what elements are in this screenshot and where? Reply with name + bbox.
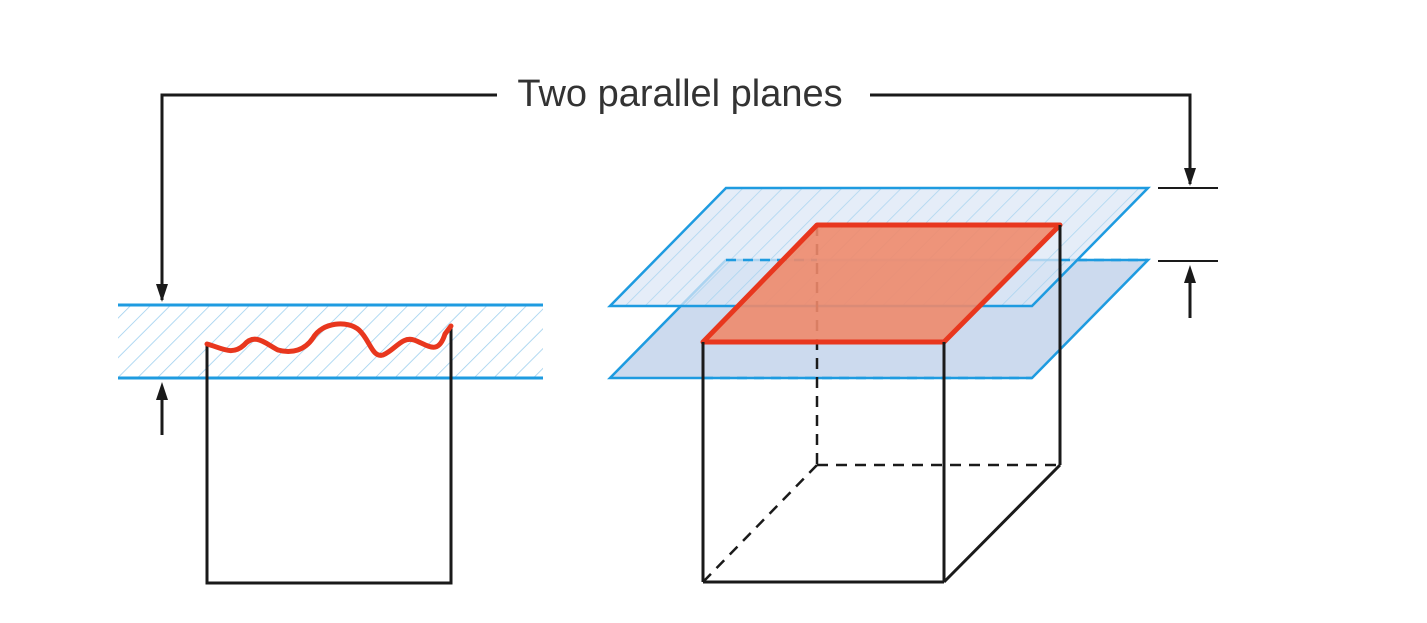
left-leader-line	[156, 93, 497, 302]
diagram-title: Two parallel planes	[517, 73, 842, 115]
right-leader-line	[870, 93, 1196, 186]
tolerance-zone-band	[118, 305, 543, 378]
part-outline	[205, 326, 453, 585]
right-cube-view	[607, 186, 1218, 584]
arrow-up-icon	[1184, 265, 1196, 283]
left-side-view	[118, 303, 543, 585]
arrow-down-icon	[156, 284, 168, 302]
cube-visible-edges	[701, 225, 1062, 584]
wavy-surface	[204, 321, 454, 358]
arrow-down-icon	[1184, 168, 1196, 186]
arrow-up-icon	[156, 382, 168, 400]
